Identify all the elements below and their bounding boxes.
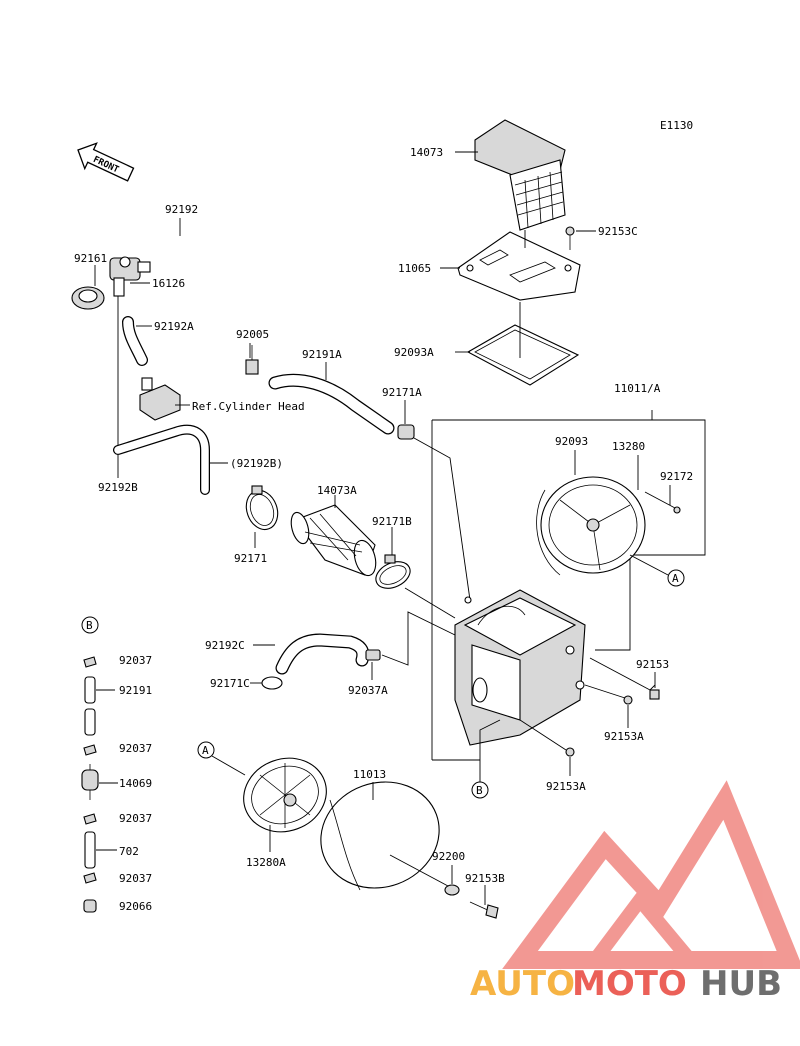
callout-B-left <box>81 616 99 634</box>
bolt-92153 <box>649 689 660 700</box>
callout-B-bottom <box>471 781 489 799</box>
foam-filter-11013 <box>320 781 440 891</box>
hose-92192C <box>276 634 369 674</box>
tube-92192B <box>114 426 209 494</box>
label-92093: 92093 <box>555 435 588 448</box>
label-92153C: 92153C <box>598 225 638 238</box>
clamp-92171A <box>397 424 415 440</box>
label-92200: 92200 <box>432 850 465 863</box>
fitting-92005 <box>245 345 259 375</box>
kit-clip-2 <box>83 744 97 756</box>
washer-92200 <box>444 884 460 896</box>
label-92192B-paren: (92192B) <box>230 457 283 470</box>
watermark-logo <box>502 780 800 969</box>
cover-plate-11065 <box>457 231 581 301</box>
label-92171B: 92171B <box>372 515 412 528</box>
kit-item-1: 92037 <box>119 654 152 667</box>
label-92171: 92171 <box>234 552 267 565</box>
screw-92172 <box>644 491 681 514</box>
kit-clip-4 <box>83 872 97 884</box>
gasket-92093A <box>466 324 580 386</box>
label-92093A: 92093A <box>394 346 434 359</box>
clamp-92171 <box>245 485 279 531</box>
label-11013: 11013 <box>353 768 386 781</box>
gasket-92093 <box>536 489 561 576</box>
kit-item-5: 92037 <box>119 812 152 825</box>
callout-A-left-label: A <box>202 744 209 757</box>
screw-92153C <box>565 226 575 250</box>
air-filter-element-14073 <box>474 119 566 231</box>
valve-assembly-16126 <box>109 256 151 297</box>
hose-92191A <box>269 375 394 434</box>
label-92005: 92005 <box>236 328 269 341</box>
reed-valve-block <box>139 377 181 421</box>
hose-92192 <box>166 230 244 361</box>
kit-clip-1 <box>83 656 97 668</box>
kit-item-2: 92191 <box>119 684 152 697</box>
label-92171A: 92171A <box>382 386 422 399</box>
kit-hose-92191 <box>84 676 96 736</box>
bolt-92153A-lower <box>565 747 575 757</box>
label-13280: 13280 <box>612 440 645 453</box>
intake-duct-14073A <box>290 504 377 577</box>
diagram-code: E1130 <box>660 119 693 132</box>
cap-92161 <box>71 286 105 310</box>
clip-92037A <box>365 649 381 661</box>
front-arrow: FRONT <box>77 142 135 182</box>
airbox-leader-frame <box>431 410 706 761</box>
label-14073A: 14073A <box>317 484 357 497</box>
bolt-92153B <box>469 901 499 919</box>
hose-92192A <box>123 317 147 365</box>
label-92037A: 92037A <box>348 684 388 697</box>
label-92153B: 92153B <box>465 872 505 885</box>
callout-B-left-label: B <box>86 619 93 632</box>
label-92172: 92172 <box>660 470 693 483</box>
kit-item-7: 92037 <box>119 872 152 885</box>
label-92192B: 92192B <box>98 481 138 494</box>
callout-A-right-label: A <box>672 572 679 585</box>
watermark-text: AUTO MOTO HUB <box>470 964 782 1004</box>
kit-item-3: 92037 <box>119 742 152 755</box>
label-11011A: 11011/A <box>614 382 661 395</box>
reference-note: Ref.Cylinder Head <box>192 400 305 413</box>
kit-clip-3 <box>83 813 97 825</box>
air-cleaner-case-11011 <box>454 589 586 746</box>
label-16126: 16126 <box>152 277 185 290</box>
bolt-92153A-upper <box>623 695 633 705</box>
callout-A-left <box>197 741 215 759</box>
label-92153A-upper: 92153A <box>604 730 644 743</box>
label-92192A: 92192A <box>154 320 194 333</box>
label-92153A-lower: 92153A <box>546 780 586 793</box>
label-92161: 92161 <box>74 252 107 265</box>
callout-B-bottom-label: B <box>476 784 483 797</box>
label-92192-top: 92192 <box>165 203 198 216</box>
clamp-92171C <box>261 676 283 690</box>
label-92192C: 92192C <box>205 639 245 652</box>
callout-A-right <box>667 569 685 587</box>
kit-item-6: 702 <box>119 845 139 858</box>
filter-cage-13280A <box>243 757 327 833</box>
kit-item-8: 92066 <box>119 900 152 913</box>
watermark-hub: HUB <box>700 964 782 1004</box>
kit-item-4: 14069 <box>119 777 152 790</box>
clamp-92171B <box>375 554 411 589</box>
filter-cage-13280 <box>540 476 646 574</box>
label-14073: 14073 <box>410 146 443 159</box>
watermark-auto: AUTO <box>470 964 575 1004</box>
label-11065: 11065 <box>398 262 431 275</box>
label-92191A: 92191A <box>302 348 342 361</box>
label-13280A: 13280A <box>246 856 286 869</box>
kit-filter-14069 <box>81 764 99 800</box>
kit-plug-92066 <box>83 899 97 913</box>
kit-hose-702 <box>84 831 96 869</box>
watermark-moto: MOTO <box>572 964 687 1004</box>
label-92171C: 92171C <box>210 677 250 690</box>
label-92153: 92153 <box>636 658 669 671</box>
